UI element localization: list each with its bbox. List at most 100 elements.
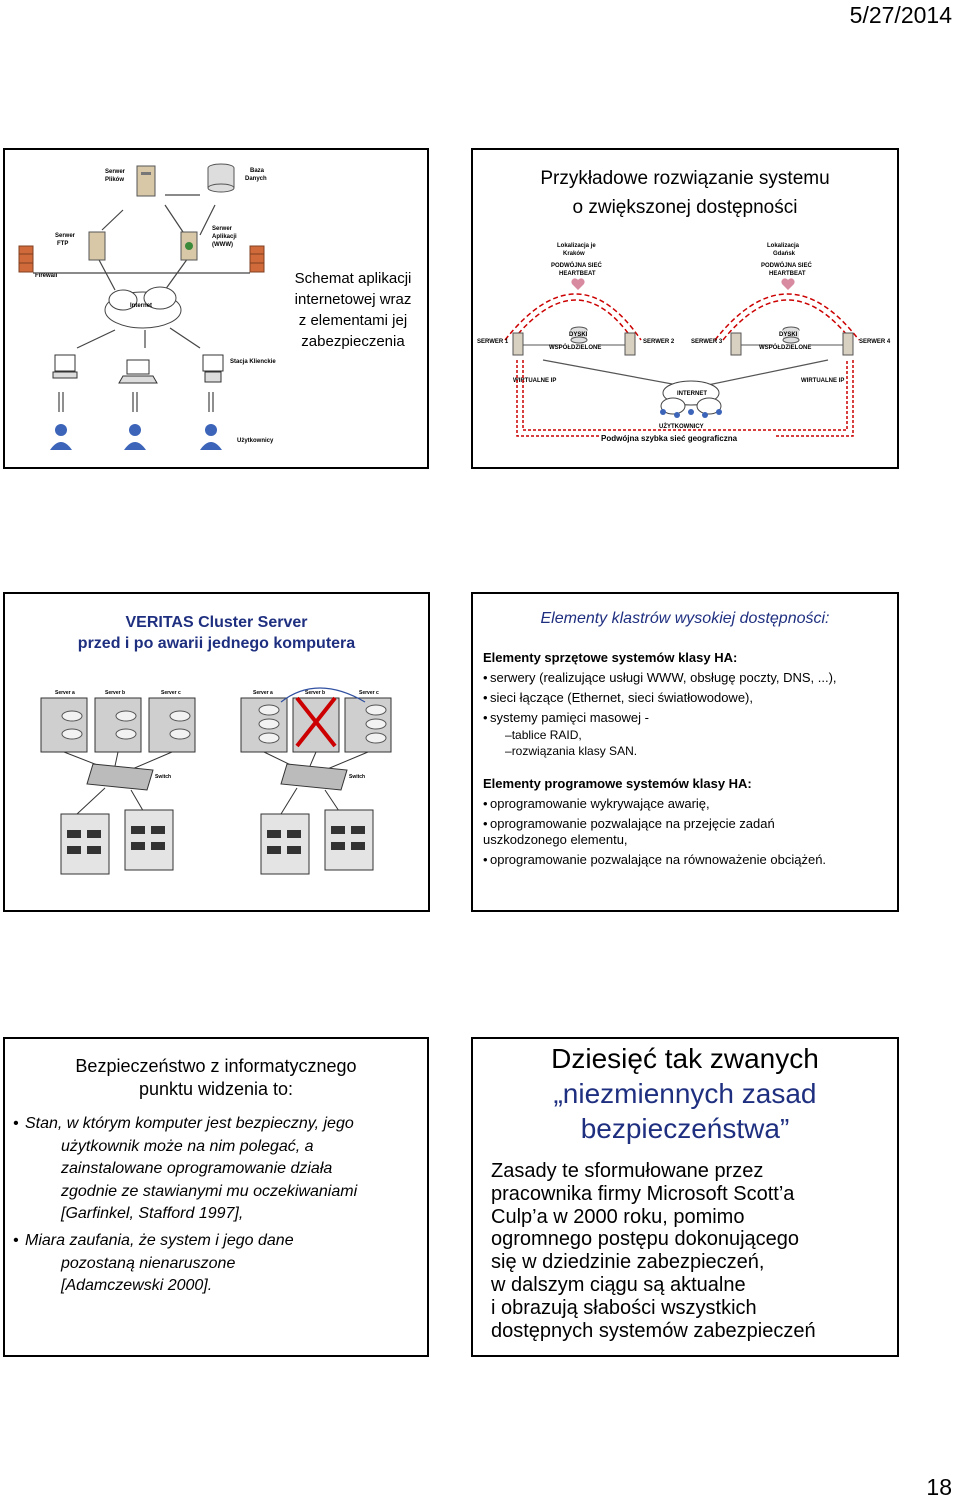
slide2-title: Przykładowe rozwiązanie systemu o zwięks…	[473, 164, 897, 222]
user-icon	[124, 424, 146, 450]
disks-label-2: WSPÓŁDZIELONE	[759, 343, 811, 351]
failure-cross-icon	[295, 696, 337, 748]
body-line: pracownika firmy Microsoft Scott’a	[491, 1182, 795, 1205]
database-label-2: Danych	[245, 176, 267, 182]
storage-array-icon	[324, 809, 374, 871]
switch-label: Switch	[349, 774, 365, 780]
shared-disk-icon	[782, 326, 800, 344]
local-hub-label-2: Kraków	[563, 251, 585, 257]
body-line: Zasady te sformułowane przez	[491, 1160, 764, 1182]
caption-line: internetowej wraz	[294, 291, 412, 308]
disks-label: DYSKI	[569, 332, 588, 338]
body-line: dostępnych systemów zabezpieczeń	[491, 1319, 816, 1342]
app-server-label-2: Aplikacji	[212, 234, 237, 240]
sw-item: oprogramowanie pozwalające na przejęcie …	[483, 816, 775, 831]
internet-cloud-icon	[660, 380, 722, 415]
web-app-diagram: Serwer Plików Baza Danych Serwer FTP Ser…	[18, 163, 276, 450]
server-4-label: SERWER 4	[859, 339, 891, 345]
title-line: przed i po awarii jednego komputera	[77, 635, 356, 652]
local-hub-label-2: Gdańsk	[773, 251, 796, 257]
arrow-line	[199, 204, 216, 236]
switch-icon	[280, 763, 348, 791]
title-line: punktu widzenia to:	[138, 1079, 294, 1099]
item-line: [Adamczewski 2000].	[61, 1277, 213, 1294]
title-line: Dziesięć tak zwanych	[551, 1043, 819, 1074]
arrow-line	[164, 204, 186, 236]
item-line: Stan, w którym komputer jest bezpieczny,…	[25, 1115, 354, 1132]
server-cabinet-icon	[40, 697, 88, 753]
user-icon	[660, 409, 722, 418]
file-server-label: Serwer	[105, 169, 126, 175]
sw-heading: Elementy programowe systemów klasy HA:	[483, 776, 752, 791]
sw-item-continued: uszkodzonego elementu,	[483, 832, 628, 847]
slide-ten-laws: Dziesięć tak zwanych „niezmiennych zasad…	[471, 1037, 899, 1357]
body-line: Culp’a w 2000 roku, pomimo	[491, 1205, 745, 1228]
slide-web-app-schema: Serwer Plików Baza Danych Serwer FTP Ser…	[3, 148, 429, 469]
page-number: 18	[926, 1474, 952, 1500]
replication-link	[516, 360, 854, 437]
database-label: Baza	[250, 168, 265, 174]
title-line: Bezpieczeństwo z informatycznego	[75, 1056, 357, 1076]
body-line: i obrazują słabości wszystkich	[491, 1296, 757, 1319]
slide-veritas-cluster: VERITAS Cluster Server przed i po awarii…	[3, 592, 430, 912]
workstation-label: Stacja Klienckie	[230, 359, 276, 365]
server-3-icon	[730, 332, 742, 356]
heart-icon	[571, 278, 795, 290]
file-server-label-2: Plików	[105, 177, 124, 183]
app-server-label: Serwer	[212, 226, 233, 232]
item-line: zainstalowane oprogramowanie działa	[61, 1160, 333, 1177]
hw-item: systemy pamięci masowej -	[483, 710, 649, 725]
caption-line: zabezpieczenia	[301, 333, 405, 350]
heartbeat-label: PODWÓJNA SIEĆ	[761, 261, 812, 269]
file-server-icon	[136, 165, 156, 197]
title-line: o zwiększonej dostępności	[572, 197, 798, 218]
title-line: Przykładowe rozwiązanie systemu	[540, 168, 830, 189]
arrow-line	[97, 257, 116, 291]
server-a-label: Server a	[55, 690, 75, 696]
hw-item: sieci łączące (Ethernet, sieci światłowo…	[483, 690, 753, 705]
slide-ha-cluster-elements: Elementy klastrów wysokiej dostępności: …	[471, 592, 899, 912]
storage-array-icon	[60, 813, 110, 875]
slide1-caption: Schemat aplikacji internetowej wraz z el…	[283, 268, 423, 352]
hw-subitem-text: rozwiązania klasy SAN.	[511, 744, 638, 758]
slide5-title: Bezpieczeństwo z informatycznego punktu …	[5, 1055, 427, 1101]
body-line: w dalszym ciągu są aktualne	[491, 1273, 746, 1296]
heartbeat-arc	[512, 299, 634, 341]
hw-item: serwery (realizujące usługi WWW, obsługę…	[483, 670, 837, 685]
users-label: Użytkownicy	[237, 438, 274, 444]
heartbeat-label-2: HEARTBEAT	[559, 271, 596, 277]
slide4-title: Elementy klastrów wysokiej dostępności:	[540, 610, 830, 627]
arrow-line	[101, 209, 124, 231]
body-line: się w dziedzinie zabezpieczeń,	[491, 1251, 765, 1274]
storage-array-icon	[260, 813, 310, 875]
hw-heading: Elementy sprzętowe systemów klasy HA:	[483, 650, 738, 665]
server-3-label: SERWER 3	[691, 339, 723, 345]
arrow-line	[169, 327, 201, 349]
virtual-ip-label: WIRTUALNE IP	[801, 378, 844, 384]
slide3-title: VERITAS Cluster Server przed i po awarii…	[5, 612, 428, 654]
users-label: UŻYTKOWNICY	[659, 423, 704, 430]
replication-link	[522, 360, 848, 431]
storage-array-icon	[124, 809, 174, 871]
server-cabinet-icon	[148, 697, 196, 753]
desktop-computer-icon	[52, 354, 78, 379]
user-icon	[50, 424, 72, 450]
app-server-icon	[180, 231, 198, 261]
server-1-icon	[512, 332, 524, 356]
slide6-title: Dziesięć tak zwanych „niezmiennych zasad…	[473, 1041, 897, 1146]
terminal-icon	[202, 354, 224, 383]
slide6-body: Zasady te sformułowane przez pracownika …	[491, 1160, 816, 1342]
disks-label-2: WSPÓŁDZIELONE	[549, 343, 601, 351]
heartbeat-label: PODWÓJNA SIEĆ	[551, 261, 602, 269]
ftp-server-label-2: FTP	[57, 241, 68, 247]
server-1-label: SERWER 1	[477, 339, 509, 345]
ha-cluster-diagram: Lokalizacja je Kraków PODWÓJNA SIEĆ HEAR…	[477, 243, 891, 443]
local-hub-label: Lokalizacja	[767, 243, 800, 249]
shared-disk-icon	[570, 326, 588, 344]
server-b-label: Server b	[105, 690, 125, 696]
arrow-line	[164, 257, 189, 291]
heartbeat-arc	[714, 293, 860, 341]
user-icon	[200, 424, 222, 450]
caption-line: Schemat aplikacji	[294, 270, 412, 287]
slide-security-definition: Bezpieczeństwo z informatycznego punktu …	[3, 1037, 429, 1357]
